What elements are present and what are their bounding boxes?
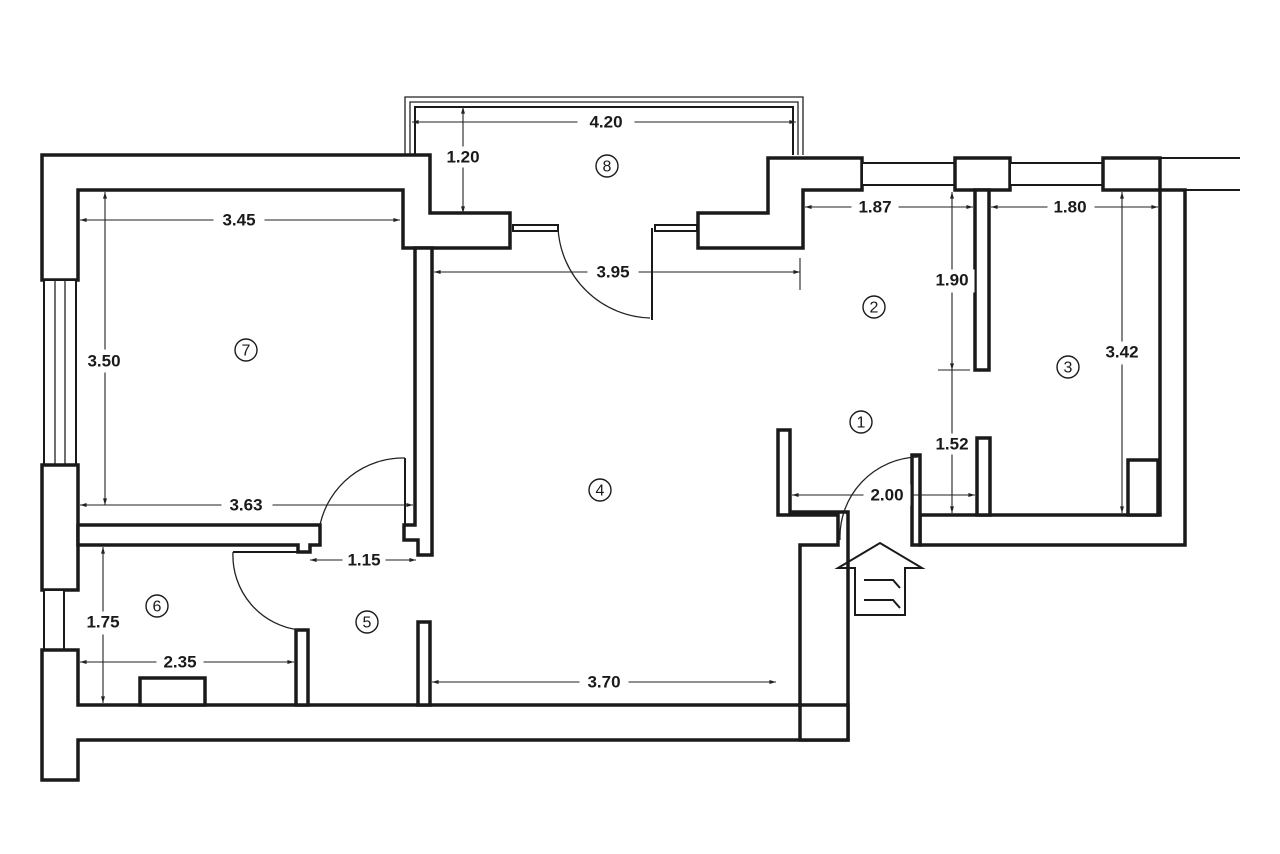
window-top-right-2: [1009, 162, 1104, 186]
svg-text:8: 8: [603, 159, 612, 176]
door-room7: [319, 457, 406, 526]
dimension-lines: [80, 107, 1158, 703]
room-4-label: 4: [588, 478, 612, 502]
wall-7-6: [76, 523, 322, 554]
dim-balcony-width: 4.20: [589, 112, 622, 131]
wall-5-stub: [416, 620, 432, 707]
chimney-room6: [138, 676, 207, 707]
dim-room4-bottom-width: 3.70: [587, 672, 620, 691]
room-5-label: 5: [355, 610, 379, 634]
entrance-door: [839, 456, 919, 541]
doors: [232, 224, 919, 631]
wall-bottom: [40, 428, 850, 782]
dim-room7-width: 3.45: [222, 210, 255, 229]
svg-text:4: 4: [596, 483, 605, 500]
interior-walls: [76, 188, 992, 707]
window-top-right-1: [861, 162, 956, 186]
svg-text:5: 5: [363, 615, 372, 632]
wall-right-entry: [798, 703, 850, 742]
dim-hall-width: 3.95: [596, 262, 629, 281]
balcony-door: [512, 224, 698, 320]
entrance-arrow-icon: [834, 541, 926, 616]
wall-top-left: [40, 153, 512, 282]
window-left-1: [43, 279, 77, 466]
dim-room3-depth: 3.42: [1105, 342, 1138, 361]
room-1-label: 1: [849, 410, 873, 434]
chimney-room3: [1126, 458, 1160, 517]
pillar-top-far-right: [1101, 156, 1162, 192]
svg-text:2: 2: [870, 300, 879, 317]
dim-passage-width: 1.15: [347, 550, 380, 569]
pillar-left: [40, 463, 80, 592]
window-left-2: [43, 589, 65, 651]
room-2-label: 2: [862, 295, 886, 319]
wall-6-5: [294, 628, 310, 707]
svg-text:7: 7: [242, 343, 251, 360]
dim-room2-depth: 1.90: [935, 270, 968, 289]
dim-room1-depth: 1.52: [935, 434, 968, 453]
svg-text:1: 1: [857, 415, 866, 432]
wall-1-3-lower: [975, 436, 992, 517]
dim-room7-depth: 3.50: [87, 351, 120, 370]
wall-7-4: [402, 246, 434, 557]
room-7-label: 7: [234, 338, 258, 362]
dim-room2-width: 1.87: [858, 197, 891, 216]
svg-text:3: 3: [1064, 360, 1073, 377]
balcony-railing: [404, 96, 804, 155]
door-room6: [232, 551, 301, 631]
room-labels: 1 2 3 4 5 6 7 8: [145, 154, 1080, 634]
room-6-label: 6: [145, 594, 169, 618]
dimension-labels: 4.20 1.20 3.45 3.50 3.63 3.95 1.87 1.80 …: [81, 111, 1145, 693]
pillar-top-right: [953, 156, 1012, 192]
wall-2-3-upper: [973, 188, 991, 372]
dim-room3-width: 1.80: [1053, 197, 1086, 216]
dim-room6-depth: 1.75: [86, 612, 119, 631]
wall-top-right: [696, 156, 864, 250]
wall-entry-right: [910, 453, 922, 547]
svg-text:6: 6: [153, 599, 162, 616]
dim-balcony-depth: 1.20: [446, 147, 479, 166]
dim-room7-bottom-width: 3.63: [229, 495, 262, 514]
exterior-walls: [40, 153, 1240, 782]
room-3-label: 3: [1056, 355, 1080, 379]
dim-entrance-width: 2.00: [870, 485, 903, 504]
dim-room6-width: 2.35: [163, 652, 196, 671]
room-8-label: 8: [595, 154, 619, 178]
